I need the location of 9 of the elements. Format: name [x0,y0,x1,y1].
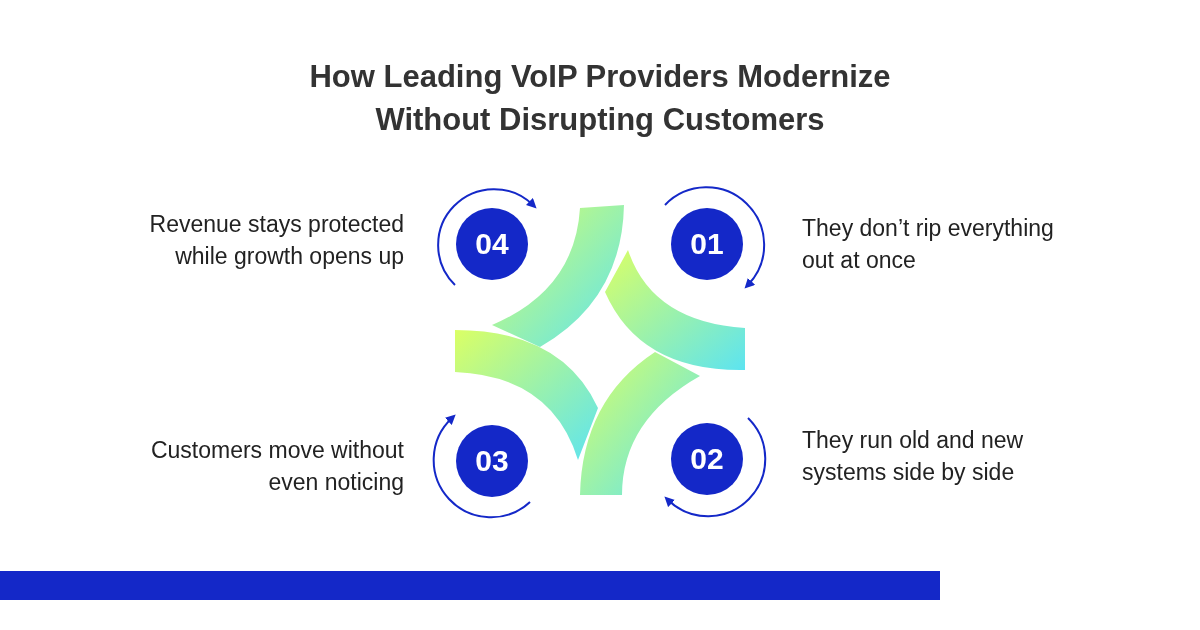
step-number-circle: 02 [671,423,743,495]
step-text: They don’t rip everything out at once [802,214,1055,275]
step-text: Revenue stays protected while growth opens up [148,210,404,271]
title: How Leading VoIP Providers Modernize Without Disrupting Customers [308,58,892,139]
step-number-circle: 01 [671,208,743,280]
step-text: They run old and new systems side by side [802,426,1025,487]
step-number-circle: 03 [456,425,528,497]
step-text: Customers move without even noticing [149,436,404,497]
step-number-circle: 04 [456,208,528,280]
